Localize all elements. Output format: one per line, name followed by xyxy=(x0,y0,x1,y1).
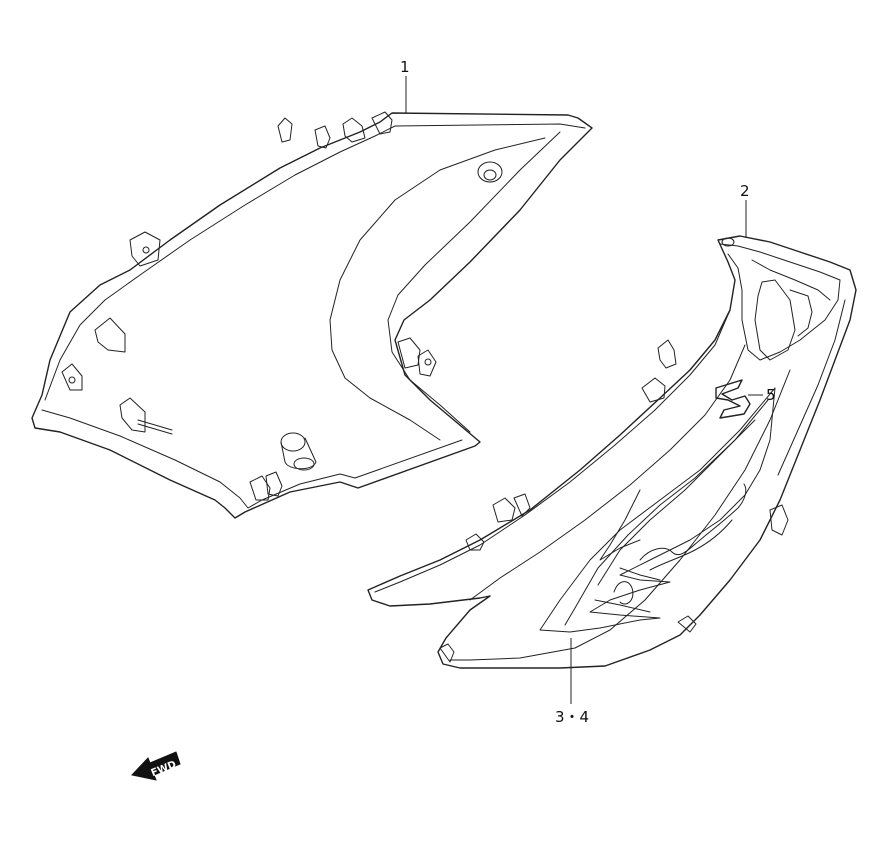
part-1-inner-cover xyxy=(31,111,593,519)
callout-part-3-4: 3・4 xyxy=(555,708,589,726)
callout-part-5: 5 xyxy=(766,386,776,404)
part-2-side-cover xyxy=(367,235,857,669)
callout-part-1: 1 xyxy=(400,58,410,76)
leader-lines xyxy=(405,76,763,704)
fwd-arrow-icon: FWD xyxy=(131,751,181,781)
callout-part-2: 2 xyxy=(740,182,750,200)
